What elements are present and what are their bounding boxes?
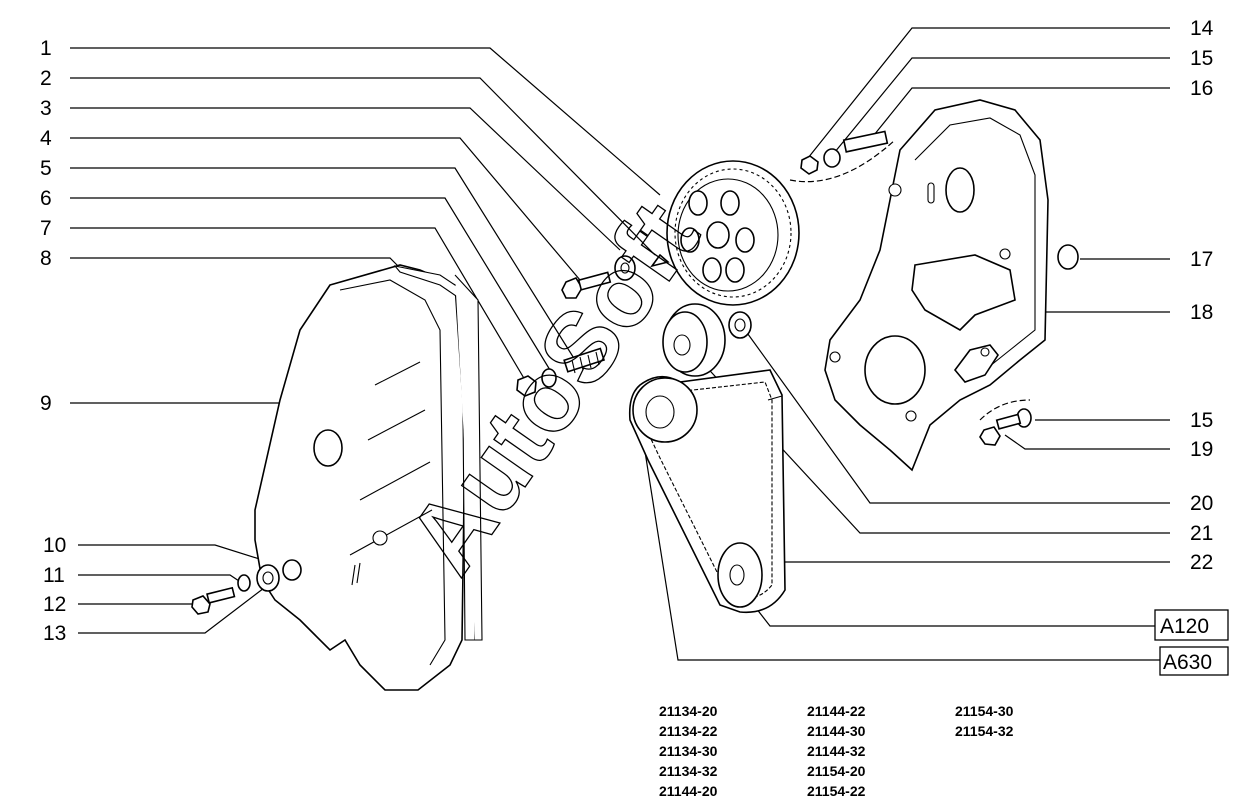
cap-10 [282,559,302,581]
callout-15-bottom: 15 [1190,409,1213,432]
callout-10: 10 [43,534,66,557]
leader-19 [1004,434,1170,450]
callout-5: 5 [40,157,52,180]
callout-8: 8 [40,247,52,270]
stud-16 [842,130,889,153]
washer-11 [237,574,251,592]
leader-20 [744,329,1170,504]
right-hardware [789,130,1079,446]
bolt-12 [191,586,236,615]
model-code-list: 21134-20 21134-22 21134-30 21134-32 2114… [657,703,1077,799]
callout-a120: A120 [1160,615,1209,638]
nut-7 [516,375,537,397]
callout-22: 22 [1190,551,1213,574]
model-code: 21134-20 [659,703,718,719]
left-hardware [516,253,670,397]
model-code: 21154-22 [807,783,866,799]
leader-13 [78,584,269,634]
leader-6 [70,197,551,371]
leader-a120 [737,584,1155,627]
callout-1: 1 [40,37,52,60]
washer-6 [541,368,557,388]
callout-a630: A630 [1163,651,1212,674]
callout-4: 4 [40,127,52,150]
model-code: 21144-20 [659,783,718,799]
tensioner-roller [662,303,752,377]
bolt-4 [561,271,612,299]
cover-hardware [191,559,302,615]
model-code: 21144-22 [807,703,866,719]
bolt-19 [979,413,1022,446]
cap-17 [1057,244,1079,270]
rear-timing-cover [824,99,1049,472]
callout-labels: 1 2 3 4 5 6 7 8 9 10 11 12 13 14 15 16 1… [40,17,1214,645]
model-code: 21154-30 [955,703,1014,719]
woodruff-key [650,253,670,268]
boxed-callout-a120: A120 [1154,609,1229,641]
leader-1 [70,47,661,196]
callout-21: 21 [1190,522,1213,545]
callout-3: 3 [40,97,52,120]
leader-7 [70,227,526,381]
crank-sprocket [632,377,698,443]
model-code: 21134-22 [659,723,718,739]
callout-19: 19 [1190,438,1213,461]
leader-5 [70,167,576,361]
model-code: 21144-32 [807,743,866,759]
leader-15a [829,57,1170,159]
model-code: 21134-30 [659,743,718,759]
camshaft-gear [666,160,800,306]
callout-17: 17 [1190,248,1213,271]
stud-5 [563,347,606,374]
callout-15-top: 15 [1190,47,1213,70]
callout-9: 9 [40,392,52,415]
callout-20: 20 [1190,492,1213,515]
leader-11 [78,574,243,584]
leader-3 [70,107,621,251]
leader-8 [70,257,401,269]
callout-6: 6 [40,187,52,210]
callout-18: 18 [1190,301,1213,324]
leader-2 [70,77,656,256]
callout-14: 14 [1190,17,1214,40]
callout-7: 7 [40,217,52,240]
washer-15a [823,148,841,168]
leader-4 [70,137,581,281]
model-code: 21144-30 [807,723,866,739]
model-code: 21154-20 [807,763,866,779]
callout-12: 12 [43,593,66,616]
pump-sprocket [717,542,763,608]
leader-16 [869,87,1170,141]
callout-11: 11 [43,564,65,587]
model-code: 21134-32 [659,763,718,779]
front-timing-cover [254,264,483,691]
callout-13: 13 [43,622,66,645]
boxed-callout-a630: A630 [1159,646,1229,676]
leader-14 [807,27,1170,159]
nut-14 [800,155,819,175]
callout-16: 16 [1190,77,1213,100]
leader-a630 [639,419,1160,661]
model-code: 21154-32 [955,723,1014,739]
callout-2: 2 [40,67,52,90]
